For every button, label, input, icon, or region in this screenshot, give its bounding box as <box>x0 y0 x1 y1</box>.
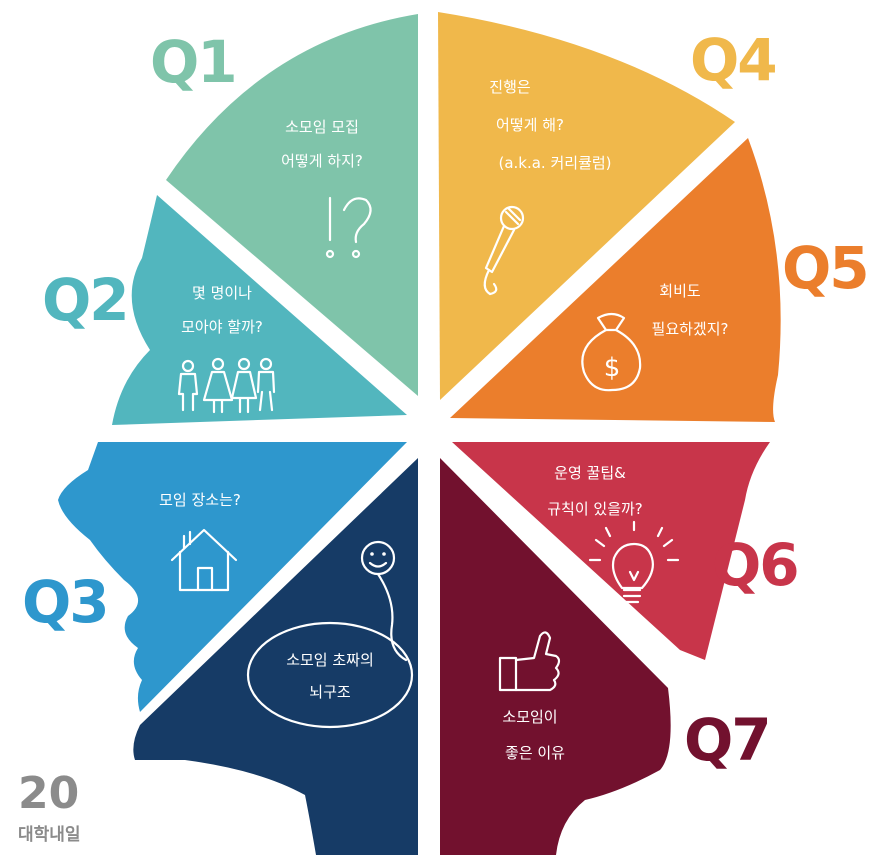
segment-q5: Q5 회비도 필요하겠지? $ <box>450 138 870 422</box>
q5-note-line1: 회비도 <box>659 282 701 300</box>
segment-q7: Q7 소모임이 좋은 이유 <box>440 458 772 855</box>
segment-q3: Q3 모임 장소는? <box>22 442 407 712</box>
q5-label: Q5 <box>782 234 868 302</box>
segment-q6: Q6 운영 꿀팁& 규칙이 있을까? <box>452 442 800 660</box>
smiley-balloon-icon <box>360 540 408 662</box>
money-bag-icon: $ <box>581 312 642 392</box>
q7-note-line1: 소모임이 <box>502 708 557 726</box>
q3-label: Q3 <box>22 568 108 636</box>
q4-note-line3: (a.k.a. 커리큘럼) <box>498 154 611 172</box>
daehaknaeil-logo: 20 대학내일 <box>18 768 81 845</box>
exclamation-question-icon <box>325 196 372 259</box>
svg-text:$: $ <box>604 353 621 383</box>
q4-note-line2: 어떻게 해? <box>496 116 564 134</box>
q4-note-line1: 진행은 <box>489 78 530 96</box>
segment-q1-shape <box>166 14 418 396</box>
light-bulb-icon <box>588 520 680 604</box>
center-speech-ellipse <box>246 621 414 729</box>
segment-q5-shape <box>450 138 781 422</box>
segment-q6-shape <box>452 442 770 660</box>
q6-label: Q6 <box>712 531 798 599</box>
house-icon <box>170 528 238 592</box>
q1-label: Q1 <box>150 28 236 96</box>
microphone-icon <box>483 205 525 296</box>
q3-note-line1: 모임 장소는? <box>159 491 241 509</box>
q1-note-line2: 어떻게 하지? <box>281 152 363 170</box>
logo-number: 20 <box>18 768 79 819</box>
segment-q2: Q2 몇 명이나 모아야 할까? <box>42 195 407 425</box>
q2-label: Q2 <box>42 266 128 334</box>
q7-label: Q7 <box>684 706 770 774</box>
segment-q1: Q1 소모임 모집 어떻게 하지? <box>150 14 418 396</box>
q6-note-line1: 운영 꿀팁& <box>554 464 626 482</box>
q4-label: Q4 <box>690 26 776 94</box>
q2-note-line2: 모아야 할까? <box>181 318 263 336</box>
segment-q2-shape <box>112 195 407 425</box>
segment-q4: Q4 진행은 어떻게 해? (a.k.a. 커리큘럼) <box>438 12 778 400</box>
q1-note-line1: 소모임 모집 <box>285 118 359 136</box>
q6-note-line2: 규칙이 있을까? <box>547 500 643 518</box>
segment-q4-shape <box>438 12 735 400</box>
logo-text: 대학내일 <box>18 825 81 845</box>
center-note-line2: 뇌구조 <box>309 683 351 701</box>
people-group-icon <box>177 357 276 414</box>
segment-center-shape <box>133 458 419 855</box>
segment-q3-shape <box>58 442 407 712</box>
thumbs-up-icon <box>498 631 561 692</box>
q5-note-line2: 필요하겠지? <box>652 320 729 338</box>
q2-note-line1: 몇 명이나 <box>192 284 252 302</box>
segment-center: 소모임 초짜의 뇌구조 <box>133 458 419 855</box>
q7-note-line2: 좋은 이유 <box>505 744 565 762</box>
center-note-line1: 소모임 초짜의 <box>286 651 374 669</box>
